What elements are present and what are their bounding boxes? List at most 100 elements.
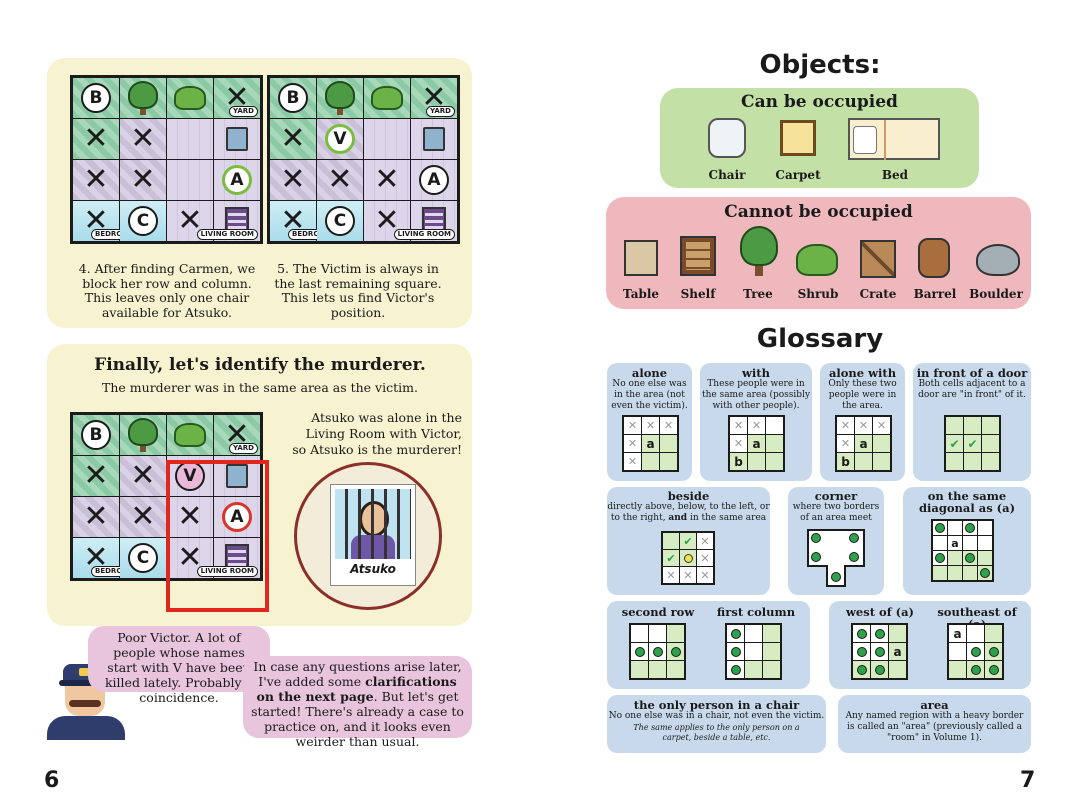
label-boulder: Boulder <box>969 287 1023 301</box>
shrub-icon <box>371 86 403 110</box>
beside-def-and: and <box>668 513 688 523</box>
living-room-label: LIVING ROOM <box>196 229 258 240</box>
x-mark: ✕ <box>280 121 306 156</box>
x-mark: ✕ <box>327 162 353 197</box>
x-mark: ✕ <box>374 162 400 197</box>
crate-icon <box>860 240 896 278</box>
table-icon <box>226 464 248 488</box>
gloss-front-door-def: Both cells adjacent to a door are "in fr… <box>918 379 1026 400</box>
boulder-icon <box>976 244 1020 276</box>
step5-caption: 5. The Victim is always in the last rema… <box>274 261 442 320</box>
cell-a: a <box>948 536 962 550</box>
gloss-front-door-term: in front of a door <box>916 366 1028 380</box>
gloss-beside-def: directly above, below, to the left, or t… <box>607 502 770 524</box>
gloss-alone: alone No one else was in the area (not e… <box>607 363 692 481</box>
gloss-area: area Any named region with a heavy borde… <box>838 695 1031 753</box>
label-bed: Bed <box>881 168 909 182</box>
bubble2-bold: clarifications on the next page <box>256 674 457 704</box>
gloss-beside-term: beside <box>667 489 710 503</box>
gloss-corner-def: where two borders of an area meet <box>792 502 880 523</box>
label-chair: Chair <box>708 168 746 182</box>
gloss-area-def: Any named region with a heavy border is … <box>845 711 1024 743</box>
table-icon <box>226 127 248 151</box>
label-shrub: Shrub <box>797 287 839 301</box>
page-number-right: 7 <box>1020 768 1036 793</box>
gloss-with-term: with <box>742 366 770 380</box>
gloss-corner-shape <box>807 529 865 587</box>
gloss-corner-term: corner <box>814 489 858 503</box>
x-mark: ✕ <box>83 162 109 197</box>
shrub-icon <box>796 244 838 276</box>
token-c: C <box>128 543 158 573</box>
token-a: A <box>419 165 449 195</box>
living-room-highlight <box>166 460 269 612</box>
x-mark: ✕ <box>280 162 306 197</box>
living-room-label: LIVING ROOM <box>196 566 258 577</box>
yard-label: YARD <box>228 443 258 454</box>
tree-icon <box>128 418 158 452</box>
bubble2-text-end: . But let's get started! There's already… <box>251 689 464 749</box>
cannot-be-occupied-title: Cannot be occupied <box>724 202 913 222</box>
label-crate: Crate <box>859 287 897 301</box>
carpet-icon <box>780 120 816 156</box>
x-mark: ✕ <box>177 499 203 534</box>
gloss-diagonal-term: on the same diagonal as (a) <box>918 489 1016 515</box>
gloss-front-door: in front of a door Both cells adjacent t… <box>913 363 1031 481</box>
x-mark: ✕ <box>130 499 156 534</box>
mugshot-image <box>335 489 411 559</box>
gloss-area-term: area <box>920 698 949 712</box>
suspect-photo: Atsuko <box>330 484 416 586</box>
living-room-label: LIVING ROOM <box>393 229 455 240</box>
token-c: C <box>128 206 158 236</box>
narrator-speech-bubble: In case any questions arise later, I've … <box>243 656 472 749</box>
gloss-alone-with-grid: ✕✕✕ ✕a b <box>835 415 892 472</box>
murderer-title: Finally, let's identify the murderer. <box>94 355 426 375</box>
gloss-only-person-def: No one else was in a chair, not even the… <box>608 711 825 721</box>
label-tree: Tree <box>743 287 773 301</box>
officer-speech-bubble: Poor Victor. A lot of people whose names… <box>88 626 270 705</box>
gloss-alone-with-term: alone with <box>828 366 897 380</box>
shelf-icon <box>680 236 716 276</box>
cell-a: a <box>642 435 659 452</box>
x-mark: ✕ <box>130 458 156 493</box>
label-barrel: Barrel <box>913 287 957 301</box>
gloss-beside: beside directly above, below, to the lef… <box>607 487 770 595</box>
yard-label: YARD <box>228 106 258 117</box>
beside-def-start: directly above, below, to the left, or t… <box>607 502 770 523</box>
bed-icon <box>848 118 940 160</box>
murderer-subtitle: The murderer was in the same area as the… <box>102 380 418 395</box>
gloss-only-person-term: the only person in a chair <box>633 698 800 712</box>
gloss-alone-grid: ✕✕✕ ✕a ✕ <box>622 415 679 472</box>
gloss-second-row-grid <box>629 623 686 680</box>
cell-a: a <box>855 435 872 452</box>
gloss-southeast-grid: a <box>947 623 1004 680</box>
tree-icon <box>128 81 158 115</box>
x-mark: ✕ <box>130 162 156 197</box>
gloss-only-person: the only person in a chair No one else w… <box>607 695 826 753</box>
objects-title: Objects: <box>759 50 881 80</box>
gloss-front-door-grid: ✔✔ <box>944 415 1001 472</box>
gloss-with: with These people were in the same area … <box>700 363 812 481</box>
bubble2-text-start: In case any questions arise later, I've … <box>253 659 462 689</box>
gloss-alone-with-def: Only these two people were in the area. <box>828 379 897 411</box>
cell-b: b <box>730 453 747 470</box>
cell-a: a <box>889 643 906 660</box>
token-b: B <box>81 420 111 450</box>
puzzle-grid-step4: B ✕YARD ✕ ✕ ✕ ✕ A ✕BEDROOM C ✕ LIVING RO… <box>70 75 263 244</box>
step4-caption: 4. After finding Carmen, we block her ro… <box>78 261 256 320</box>
gloss-alone-with: alone with Only these two people were in… <box>820 363 905 481</box>
token-b: B <box>278 83 308 113</box>
gloss-with-def: These people were in the same area (poss… <box>701 379 811 411</box>
chair-icon <box>708 118 746 158</box>
yard-label: YARD <box>425 106 455 117</box>
token-b: B <box>81 83 111 113</box>
gloss-alone-def: No one else was in the area (not even th… <box>611 379 688 411</box>
tree-icon <box>325 81 355 115</box>
shrub-icon <box>174 423 206 447</box>
shrub-icon <box>174 86 206 110</box>
table-icon <box>624 240 658 276</box>
x-mark: ✕ <box>83 458 109 493</box>
can-be-occupied-title: Can be occupied <box>741 92 898 112</box>
cell-a: a <box>949 625 966 642</box>
token-a: A <box>222 502 252 532</box>
